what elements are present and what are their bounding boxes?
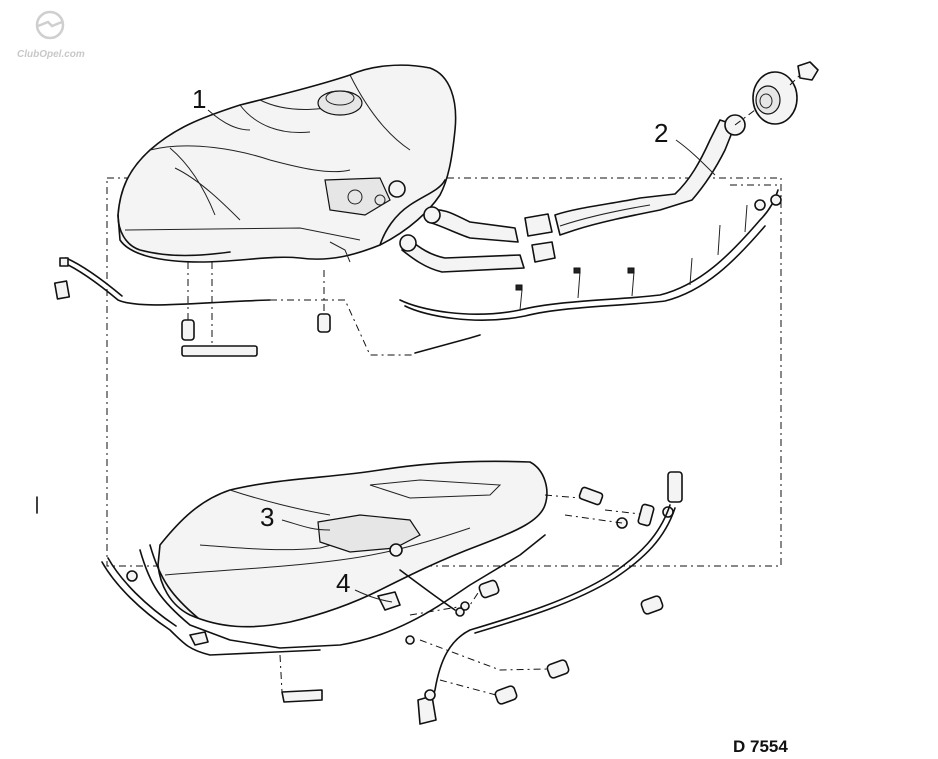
alignment-frame: [106, 177, 782, 567]
callout-4: 4: [336, 568, 350, 598]
rubber-mount-parts-upper: [181, 262, 481, 357]
rubber-mount-parts-lower: [279, 471, 683, 705]
clubopel-logo: ClubOpel.com: [17, 10, 85, 60]
callout-3: 3: [260, 502, 274, 532]
vent-line: [399, 184, 782, 321]
filler-pipe: [554, 61, 819, 236]
watermark-text: ClubOpel.com: [17, 49, 85, 60]
callout-2: 2: [654, 118, 668, 148]
diagram-reference-code: D 7554: [733, 737, 788, 756]
tank-strap-upper: [53, 257, 271, 306]
tank-strap-lower: [101, 557, 321, 656]
callout-1: 1: [192, 84, 206, 114]
leader-lines: [207, 109, 716, 603]
fuel-line-lower: [399, 504, 676, 725]
filler-hoses: [388, 180, 556, 273]
fuel-tank-lower: [139, 460, 548, 649]
fuel-tank-upper: [117, 64, 457, 263]
